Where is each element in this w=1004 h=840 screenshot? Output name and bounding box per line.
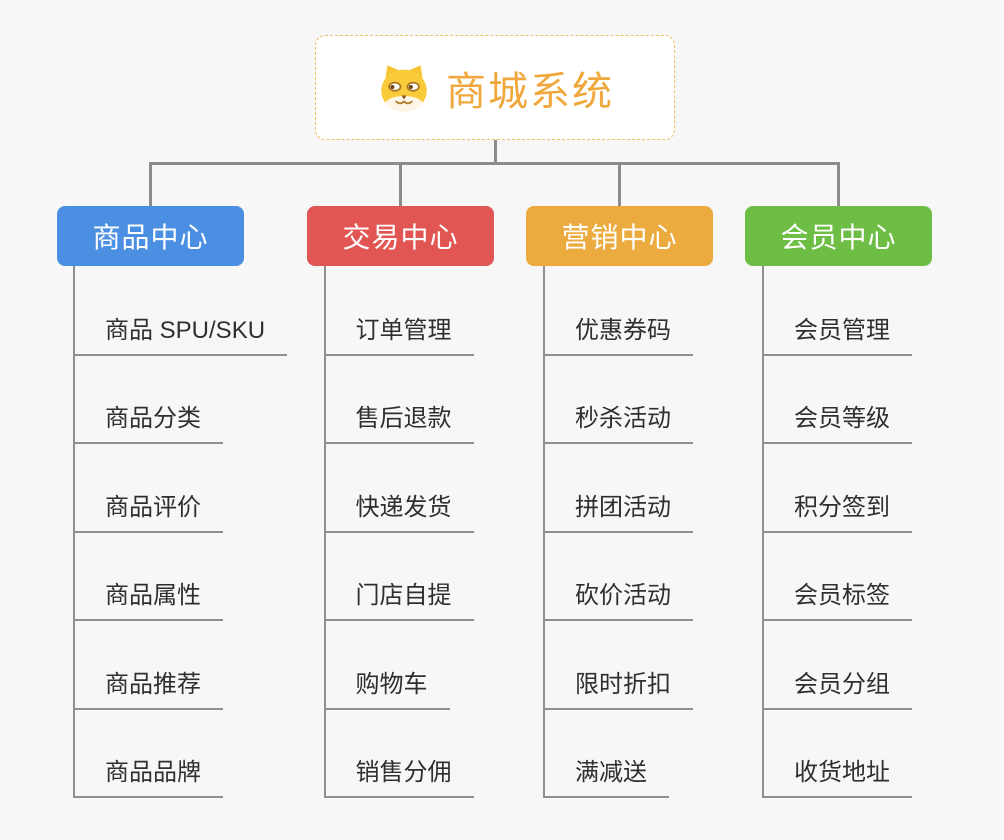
subtopic-label: 订单管理 (355, 317, 452, 344)
subtopic-label: 积分签到 (794, 493, 890, 521)
subtopic-label: 会员分组 (794, 670, 890, 698)
subtopic[interactable]: 满减送 (543, 710, 669, 798)
connector-line (493, 140, 497, 165)
subtopic-label: 快递发货 (355, 493, 452, 521)
subtopic[interactable]: 销售分佣 (323, 710, 474, 798)
subtopic[interactable]: 会员分组 (762, 621, 912, 710)
subtopic-label: 购物车 (355, 670, 428, 698)
subtopic[interactable]: 会员管理 (762, 266, 912, 356)
subtopic-label: 会员管理 (794, 317, 890, 344)
subtopic-label: 砍价活动 (575, 582, 671, 610)
subtopic-label: 商品 SPU/SKU (105, 317, 266, 344)
subtopic-label: 销售分佣 (355, 758, 452, 786)
subtopic-label: 会员标签 (794, 582, 890, 610)
subtopic-label: 商品评价 (105, 493, 201, 521)
subtopic[interactable]: 积分签到 (762, 444, 912, 533)
subtopic-label: 会员等级 (794, 405, 890, 433)
subtopic-label: 售后退款 (355, 405, 452, 433)
subtopic[interactable]: 商品品牌 (73, 710, 223, 798)
subtopic[interactable]: 会员等级 (762, 356, 912, 445)
subtopic-label: 商品推荐 (105, 670, 201, 698)
subtopic-label: 门店自提 (355, 582, 452, 610)
subtopic[interactable]: 优惠券码 (543, 266, 693, 356)
subtopic[interactable]: 拼团活动 (543, 444, 693, 533)
subtopic[interactable]: 收货地址 (762, 710, 912, 798)
branch-box-trade[interactable]: 交易中心 (307, 206, 494, 266)
branch-box-product[interactable]: 商品中心 (57, 206, 244, 266)
subtopic[interactable]: 快递发货 (323, 444, 474, 533)
connector-line (618, 162, 621, 207)
subtopic[interactable]: 商品推荐 (73, 621, 223, 710)
connector-line (399, 162, 402, 207)
subtopic-label: 商品属性 (105, 582, 201, 610)
subtopic[interactable]: 门店自提 (323, 533, 474, 622)
branch-children-marketing: 优惠券码秒杀活动拼团活动砍价活动限时折扣满减送 (543, 266, 783, 798)
shiba-dog-icon (376, 60, 432, 116)
branch-children-member: 会员管理会员等级积分签到会员标签会员分组收货地址 (762, 266, 1002, 798)
connector-line (836, 162, 840, 207)
connector-line (148, 162, 840, 165)
branch-children-trade: 订单管理售后退款快递发货门店自提购物车销售分佣 (323, 266, 564, 798)
subtopic[interactable]: 商品评价 (73, 444, 223, 533)
root-topic[interactable]: 商城系统 (315, 35, 675, 140)
subtopic-label: 商品品牌 (105, 758, 201, 786)
subtopic[interactable]: 商品分类 (73, 356, 223, 445)
subtopic[interactable]: 秒杀活动 (543, 356, 693, 445)
subtopic[interactable]: 商品属性 (73, 533, 223, 622)
subtopic-label: 满减送 (575, 758, 647, 786)
subtopic[interactable]: 订单管理 (323, 266, 474, 356)
branch-box-member[interactable]: 会员中心 (745, 206, 932, 266)
subtopic-label: 拼团活动 (575, 493, 671, 521)
subtopic-label: 限时折扣 (575, 670, 671, 698)
subtopic-label: 秒杀活动 (575, 405, 671, 433)
connector-line (148, 162, 152, 207)
branch-children-product: 商品 SPU/SKU 商品分类商品评价商品属性商品推荐商品品牌 (73, 266, 313, 798)
subtopic[interactable]: 商品 SPU/SKU (73, 266, 288, 356)
subtopic-label: 商品分类 (105, 405, 201, 433)
branch-box-marketing[interactable]: 营销中心 (526, 206, 713, 266)
subtopic[interactable]: 会员标签 (762, 533, 912, 622)
subtopic[interactable]: 砍价活动 (543, 533, 693, 622)
subtopic-label: 优惠券码 (575, 317, 671, 344)
subtopic-label: 收货地址 (794, 758, 890, 786)
subtopic[interactable]: 售后退款 (323, 356, 474, 445)
subtopic[interactable]: 限时折扣 (543, 621, 693, 710)
subtopic[interactable]: 购物车 (323, 621, 450, 710)
root-title: 商城系统 (446, 69, 614, 114)
